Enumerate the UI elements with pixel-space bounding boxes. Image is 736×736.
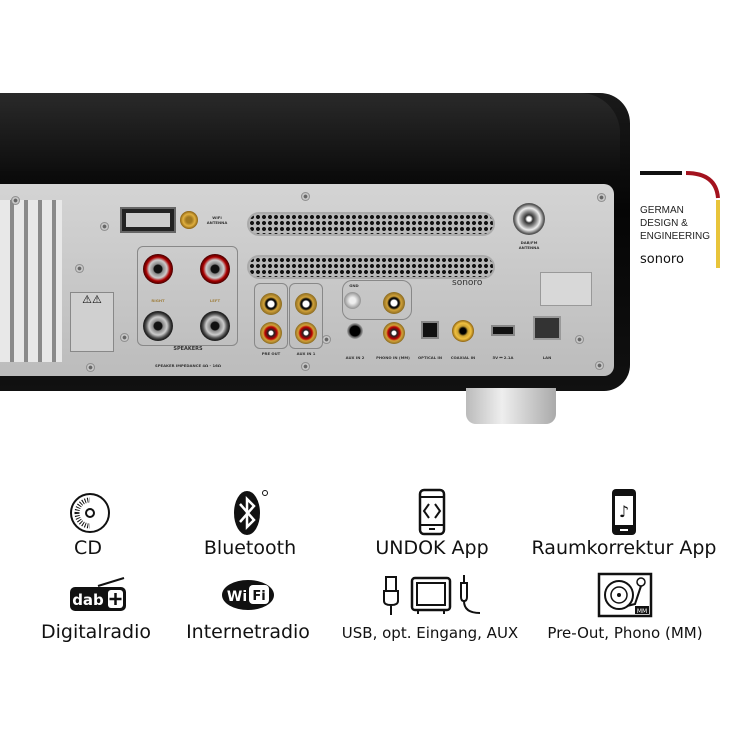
flag-corner-line: [640, 171, 720, 268]
phono-left: [383, 292, 405, 314]
aux-in-1-label: AUX IN 1: [296, 351, 316, 356]
device-top: [0, 93, 620, 171]
feature-label-preout-phono: Pre-Out, Phono (MM): [547, 624, 703, 642]
wifi-antenna-label: WIFI ANTENNA: [206, 215, 228, 225]
gnd-knob: [344, 292, 361, 309]
phono-label: PHONO IN (MM): [376, 355, 410, 360]
screw: [595, 361, 604, 370]
wifi-icon-text-fi: Fi: [252, 589, 265, 604]
speaker-left-negative: [200, 311, 230, 341]
pre-out-group: [254, 283, 288, 349]
right-label: RIGHT: [151, 298, 165, 303]
feature-label-digitalradio: Digitalradio: [40, 621, 152, 643]
svg-text:♪: ♪: [619, 502, 629, 521]
left-label: LEFT: [209, 298, 221, 303]
feature-label-internetradio: Internetradio: [186, 621, 310, 643]
room-correction-app-icon: ♪: [612, 489, 636, 535]
heatsink-fins: [0, 200, 62, 362]
screw: [120, 333, 129, 342]
bluetooth-icon: [234, 490, 268, 535]
badge-line-3: ENGINEERING: [640, 231, 711, 242]
dab-plus-icon: dab: [70, 577, 126, 611]
usb-power-label: 5V ⎓ 2.1A: [492, 355, 514, 360]
aux-in-1-right: [295, 322, 317, 344]
feature-label-cd: CD: [74, 537, 102, 559]
undok-app-icon: [418, 488, 446, 536]
pre-out-right: [260, 322, 282, 344]
feature-label-inputs: USB, opt. Eingang, AUX: [341, 624, 519, 642]
impedance-label: SPEAKER IMPEDANCE 4Ω - 16Ω: [155, 363, 221, 368]
aux-in-2-label: AUX IN 2: [345, 355, 365, 360]
screw: [301, 362, 310, 371]
phono-right: [383, 322, 405, 344]
feature-label-room-correction: Raumkorrektur App: [531, 537, 717, 559]
optical-in-port: [421, 321, 439, 339]
pre-out-left: [260, 293, 282, 315]
speaker-right-positive: [143, 254, 173, 284]
vent-grille-top: [247, 212, 495, 236]
optical-in-label: OPTICAL IN: [417, 355, 443, 360]
speaker-terminals: [137, 246, 238, 346]
turntable-icon: MM: [597, 572, 653, 618]
pre-out-label: PRE OUT: [261, 351, 281, 356]
screw: [322, 335, 331, 344]
screw: [11, 196, 20, 205]
turntable-icon-text: MM: [637, 608, 647, 615]
screw: [100, 222, 109, 231]
screw: [75, 264, 84, 273]
lan-label: LAN: [542, 355, 552, 360]
serial-label: [120, 207, 176, 233]
usb-optical-aux-icon: [383, 575, 481, 615]
dab-icon-text: dab: [72, 591, 104, 609]
vent-grille-bottom: [247, 255, 495, 279]
coaxial-in-label: COAXIAL IN: [450, 355, 476, 360]
aux-in-2-jack: [347, 323, 363, 339]
usb-port: [491, 325, 515, 336]
speakers-label: SPEAKERS: [173, 346, 203, 352]
gnd-label: GND: [349, 283, 359, 288]
wifi-icon-text-wi: Wi: [227, 589, 247, 605]
warning-triangle-icon: ⚠⚠: [82, 293, 102, 306]
screw: [597, 193, 606, 202]
badge-line-2: DESIGN &: [640, 218, 688, 229]
phono-group: [342, 280, 412, 320]
feature-label-bluetooth: Bluetooth: [203, 537, 297, 559]
screw: [86, 363, 95, 372]
device-foot: [466, 388, 556, 424]
speaker-right-negative: [143, 311, 173, 341]
dab-fm-antenna-connector: [513, 203, 545, 235]
cd-icon: [70, 493, 110, 533]
feature-label-undok: UNDOK App: [375, 537, 489, 559]
badge-sonoro-logo: sonoro: [640, 252, 684, 267]
coaxial-in-port: [452, 320, 474, 342]
screw: [301, 192, 310, 201]
screw: [575, 335, 584, 344]
lan-port: [533, 316, 561, 340]
product-sticker: [540, 272, 592, 306]
panel-brand: sonoro: [452, 278, 483, 288]
wifi-icon: Wi Fi: [222, 580, 274, 610]
dab-antenna-label: DAB/FM ANTENNA: [518, 240, 540, 250]
speaker-left-positive: [200, 254, 230, 284]
badge-line-1: GERMAN: [640, 205, 684, 216]
wifi-antenna-connector: [180, 211, 198, 229]
aux-in-1-group: [289, 283, 323, 349]
aux-in-1-left: [295, 293, 317, 315]
warning-label: ⚠⚠: [70, 292, 114, 352]
